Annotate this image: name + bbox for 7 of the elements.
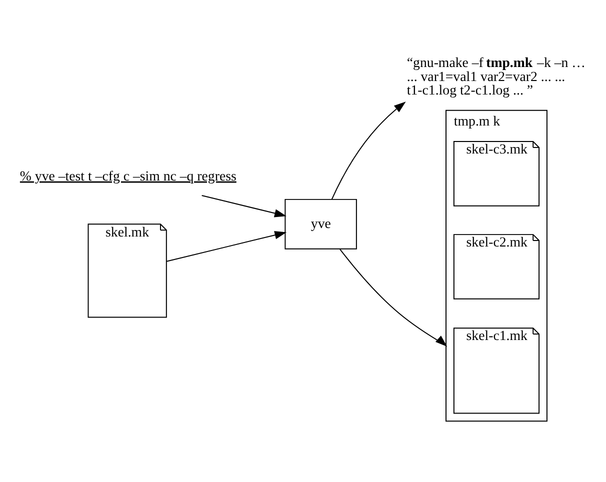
node-text: % yve –test t –cfg c –sim nc –q regress xyxy=(20,168,236,184)
arrow xyxy=(166,231,287,262)
arrow xyxy=(339,248,448,347)
node-text: “gnu-make –f tmp.mk –k –n … ... var1=val1 var2=var2 ... ... t1-c1.log t2-c1.log ... ” xyxy=(406,55,586,98)
node-box: yve xyxy=(284,198,357,250)
arrow xyxy=(331,102,406,200)
arrow xyxy=(201,195,286,218)
